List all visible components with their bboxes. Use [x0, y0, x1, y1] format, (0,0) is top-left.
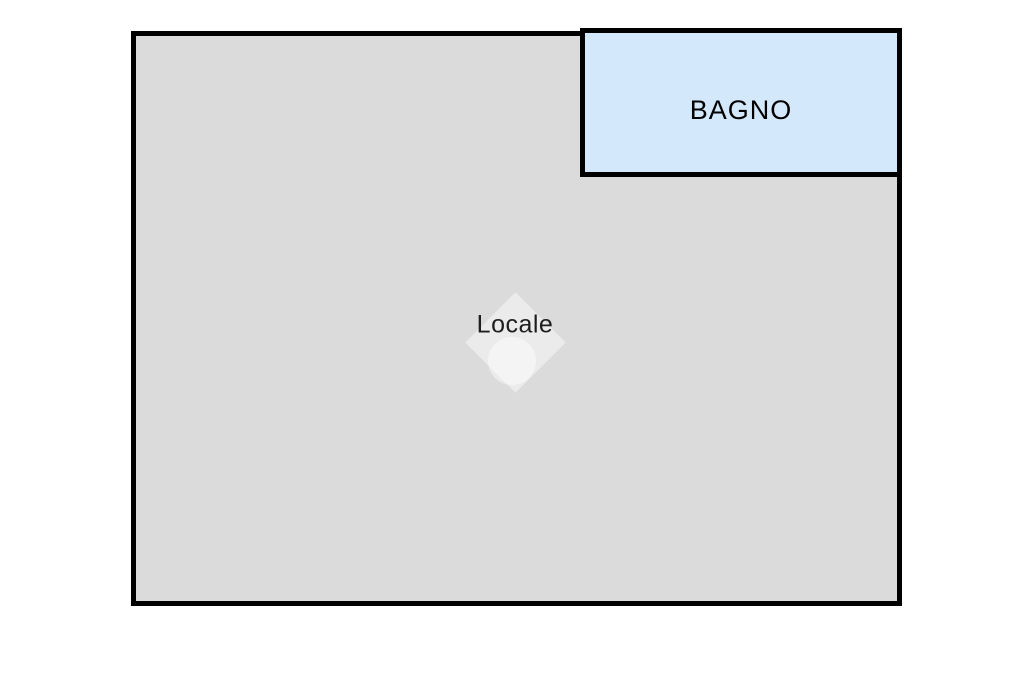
- room-bagno: BAGNO: [580, 28, 902, 177]
- room-bagno-label: BAGNO: [689, 94, 793, 125]
- room-locale-label: Locale: [476, 310, 554, 339]
